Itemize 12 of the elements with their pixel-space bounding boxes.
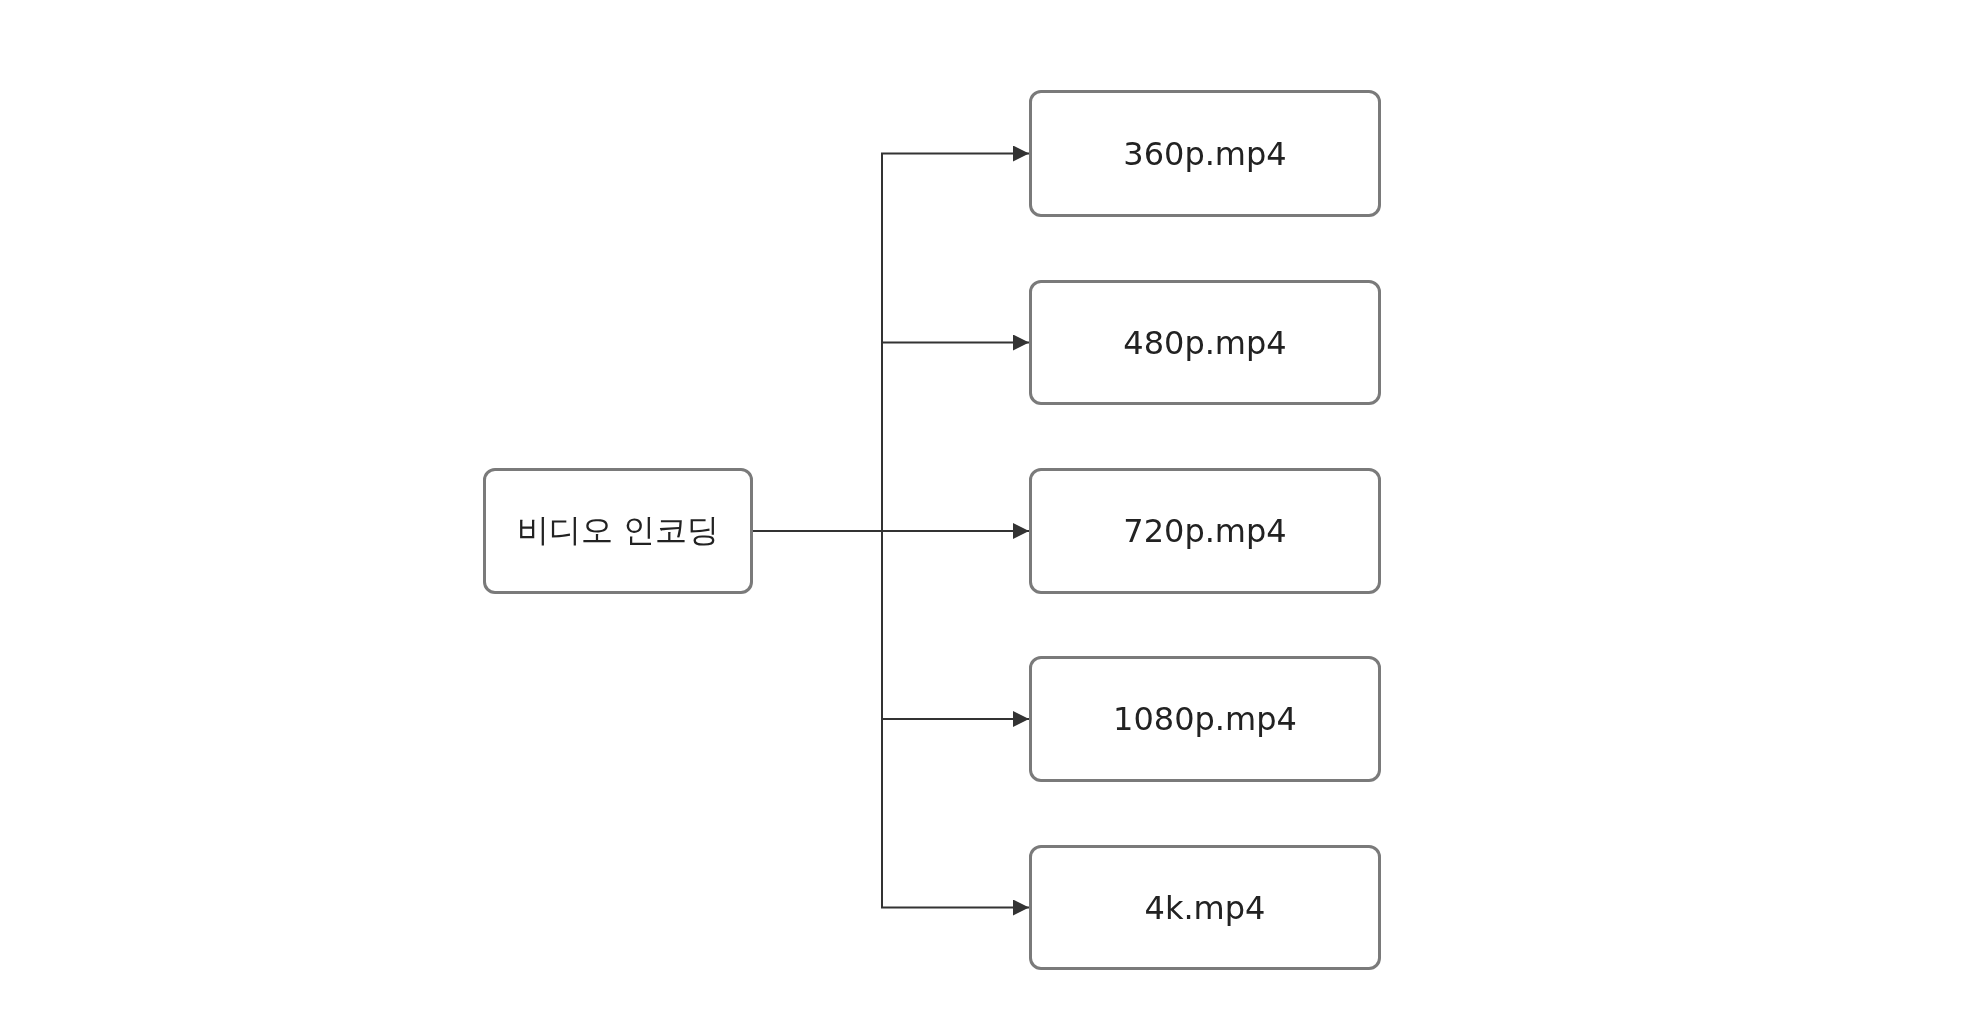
process-box xyxy=(483,468,753,594)
file-box xyxy=(1029,845,1381,970)
file-box xyxy=(1029,280,1381,405)
node-label: 480p.mp4 xyxy=(1123,323,1287,362)
node-label: 360p.mp4 xyxy=(1123,134,1287,173)
node-label: 비디오 인코딩 xyxy=(516,510,720,551)
file-box xyxy=(1029,90,1381,217)
node-label: 1080p.mp4 xyxy=(1113,700,1297,738)
file-box xyxy=(1029,656,1381,782)
node-label: 720p.mp4 xyxy=(1123,512,1287,550)
file-box xyxy=(1029,468,1381,594)
node-label: 4k.mp4 xyxy=(1144,888,1266,927)
